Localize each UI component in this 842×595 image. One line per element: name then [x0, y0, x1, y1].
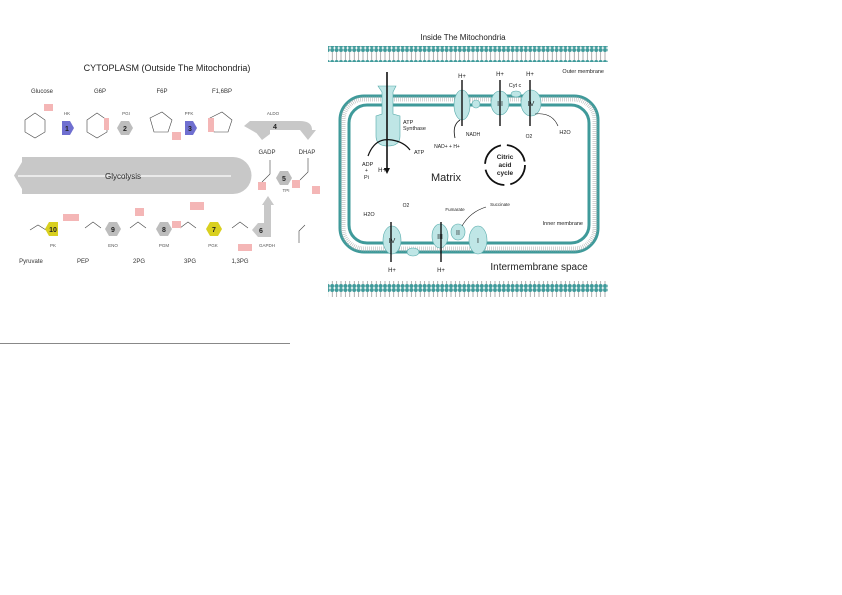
- intermembrane-space-label: Intermembrane space: [490, 262, 588, 273]
- enzyme-pfk: PFK: [185, 111, 194, 116]
- svg-text:IV: IV: [389, 238, 396, 245]
- citric-acid-cycle: Citric acid cycle: [484, 144, 526, 186]
- matrix-label: Matrix: [431, 172, 461, 184]
- complex-iv-bottom: [382, 225, 402, 255]
- enzyme-pgm: PGM: [159, 243, 170, 248]
- atp-label: ATP: [414, 150, 425, 156]
- step-arrows: 1 HK 2 PGI 3 PFK 5 TPI 7 PGK 8 PGM 9 ENO…: [45, 111, 292, 248]
- proton-label-atp: H+: [378, 168, 386, 174]
- step-7: 7: [212, 227, 216, 234]
- cycle-label-2: acid: [498, 162, 511, 169]
- o2-label-top: O2: [526, 134, 533, 140]
- fumarate-label: Fumarate: [445, 207, 465, 212]
- label-pyruvate: Pyruvate: [19, 259, 43, 265]
- enzyme-pk: PK: [50, 243, 56, 248]
- label-f6p: F6P: [156, 89, 167, 95]
- step-2-arrow: [117, 121, 133, 135]
- outer-membrane-label: Outer membrane: [562, 69, 604, 75]
- pi-label: Pi: [364, 175, 369, 181]
- label-dhap: DHAP: [299, 150, 316, 156]
- label-glucose: Glucose: [31, 89, 54, 95]
- cyt-c-label: Cyt c: [509, 83, 522, 89]
- cytoplasm-title: CYTOPLASM (Outside The Mitochondria): [84, 63, 251, 73]
- svg-text:IV: IV: [528, 101, 535, 108]
- svg-text:II: II: [456, 230, 460, 237]
- proton-label-iv-bottom: H+: [388, 268, 396, 274]
- outer-membrane-top: [328, 46, 608, 62]
- gapdh-arrow: [252, 196, 274, 237]
- bottom-complexes: IV III II I H+ H+ H2O O2 Fumarate Succin…: [363, 202, 510, 274]
- proton-label-i: H+: [458, 74, 466, 80]
- complex-iii-bottom: [431, 223, 449, 249]
- complex-i-bottom: [468, 225, 488, 255]
- label-3pg: 3PG: [184, 259, 196, 265]
- inner-membrane-outer: [338, 94, 600, 254]
- glycolysis-label: Glycolysis: [105, 172, 141, 181]
- glycolysis-diagram: CYTOPLASM (Outside The Mitochondria) Glu…: [14, 63, 320, 265]
- nad-label: NAD+ + H+: [434, 144, 460, 150]
- step-10: 10: [49, 227, 57, 234]
- inner-membrane-label: Inner membrane: [543, 221, 583, 227]
- horizontal-divider: [0, 343, 290, 344]
- step-9: 9: [111, 227, 115, 234]
- proton-label-iii: H+: [496, 72, 504, 78]
- enzyme-tpi: TPI: [282, 188, 289, 193]
- step-6: 6: [259, 228, 263, 235]
- step-7-arrow: [206, 222, 222, 236]
- nadh-label: NADH: [466, 132, 481, 138]
- inner-membrane-tails: [340, 96, 598, 252]
- succinate-label: Succinate: [490, 202, 510, 207]
- enzyme-gapdh: GAPDH: [259, 243, 275, 248]
- cycle-label-1: Citric: [497, 154, 514, 161]
- highlight-boxes: [44, 104, 320, 251]
- mitochondria-title: Inside The Mitochondria: [420, 33, 506, 42]
- label-gadp: GADP: [258, 150, 275, 156]
- enzyme-pgi: PGI: [122, 111, 130, 116]
- label-2pg: 2PG: [133, 259, 145, 265]
- step-1: 1: [65, 126, 69, 133]
- label-f16bp: F1,6BP: [212, 89, 232, 95]
- step-1-arrow: [62, 121, 74, 135]
- h2o-label-bottom: H2O: [363, 212, 375, 218]
- step-9-arrow: [105, 222, 121, 236]
- atp-synthase-label-2: Synthase: [403, 126, 426, 132]
- aldo-arrow: [244, 121, 316, 140]
- complex-iv-top: [520, 89, 542, 117]
- svg-text:I: I: [477, 238, 479, 245]
- o2-label-bottom: O2: [403, 203, 410, 209]
- svg-text:III: III: [437, 234, 443, 241]
- enzyme-aldo: ALDO: [267, 111, 280, 116]
- mitochondria-diagram: Inside The Mitochondria Outer membrane I…: [328, 33, 608, 297]
- step-2: 2: [123, 126, 127, 133]
- label-13pg: 1,3PG: [231, 259, 248, 265]
- step-3: 3: [188, 126, 192, 133]
- atp-synthase: ATP Synthase ADP + Pi ATP H+: [362, 72, 426, 181]
- outer-membrane-bottom: [328, 281, 608, 297]
- proton-label-iv: H+: [526, 72, 534, 78]
- step-5-arrow: [276, 171, 292, 185]
- label-g6p: G6P: [94, 89, 106, 95]
- enzyme-hk: HK: [64, 111, 70, 116]
- top-complexes: I III IV H+ H+ H+ Cyt c NADH NAD+ + H+ O…: [434, 72, 571, 150]
- step-8-arrow: [156, 222, 172, 236]
- step-4: 4: [273, 124, 277, 131]
- proton-label-iii-bottom: H+: [437, 268, 445, 274]
- label-pep: PEP: [77, 259, 89, 265]
- adp-label: ADP: [362, 162, 374, 168]
- step-10-arrow: [45, 222, 58, 236]
- atp-synthase-label-1: ATP: [403, 120, 414, 126]
- plus-label: +: [365, 168, 368, 174]
- h2o-label-top: H2O: [559, 130, 571, 136]
- step-5: 5: [282, 176, 286, 183]
- step-3-arrow: [185, 121, 197, 135]
- molecule-structures: [24, 111, 309, 243]
- cycle-label-3: cycle: [497, 170, 514, 177]
- complex-ii: [450, 223, 466, 241]
- enzyme-pgk: PGK: [208, 243, 218, 248]
- enzyme-eno: ENO: [108, 243, 118, 248]
- step-8: 8: [162, 227, 166, 234]
